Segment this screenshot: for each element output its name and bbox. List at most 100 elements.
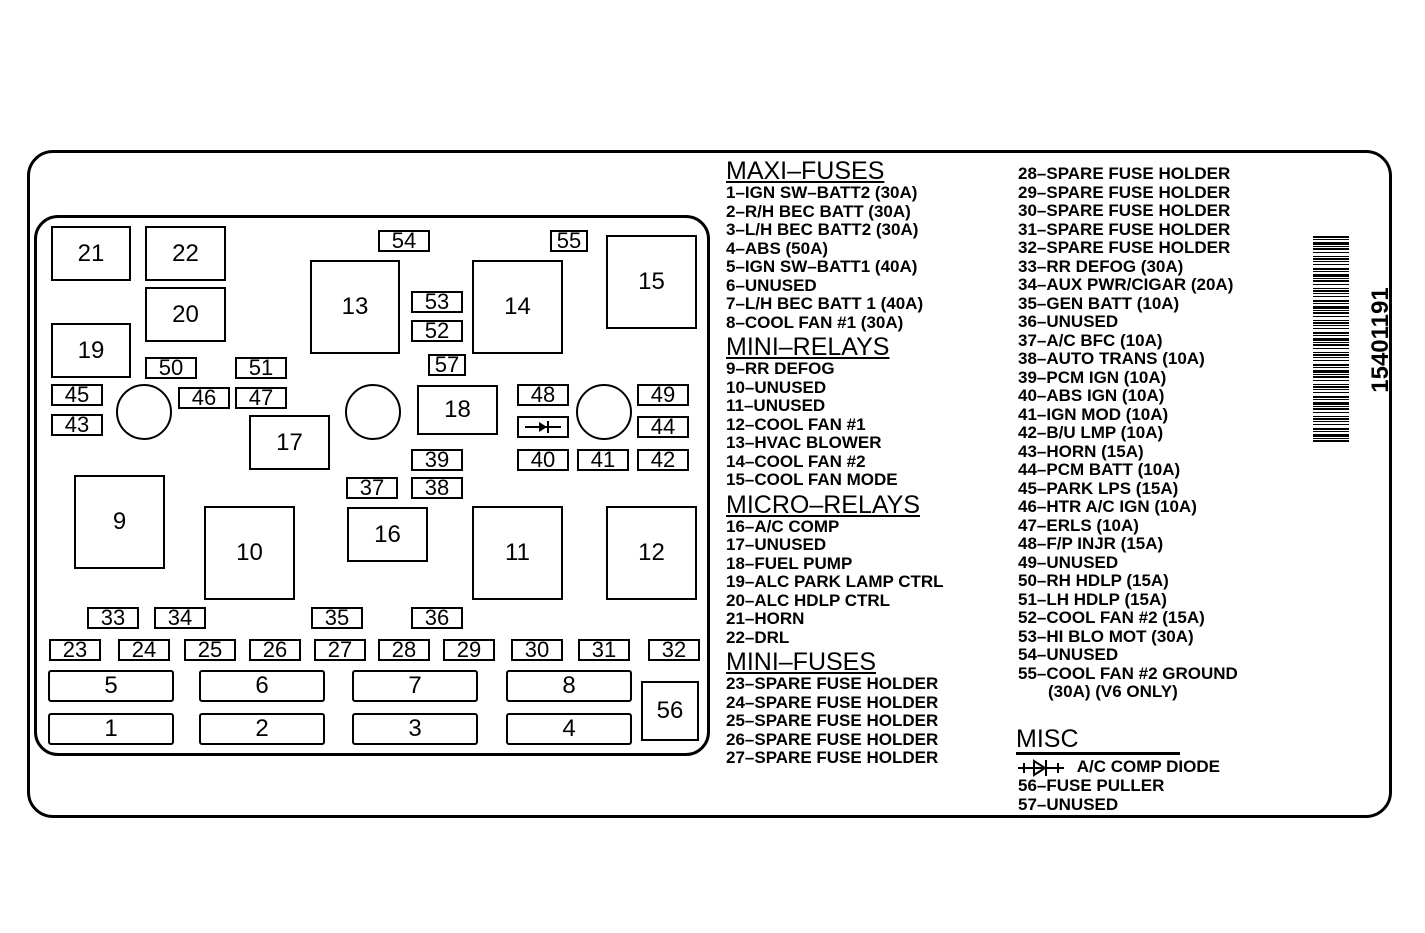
legend-item: 17–UNUSED: [726, 535, 827, 554]
legend-column-1: MAXI–FUSES 1–IGN SW–BATT2 (30A) 2–R/H BE…: [726, 156, 944, 768]
legend-item: 38–AUTO TRANS (10A): [1018, 349, 1205, 368]
legend-item: 53–HI BLO MOT (30A): [1018, 626, 1194, 646]
fuse-50: 50: [145, 357, 197, 379]
legend-item: 23–SPARE FUSE HOLDER: [726, 674, 939, 693]
relay-22: 22: [145, 226, 226, 281]
legend-item: 1–IGN SW–BATT2 (30A): [726, 183, 918, 202]
legend-item: 13–HVAC BLOWER: [726, 433, 882, 452]
legend-item: 33–RR DEFOG (30A): [1018, 256, 1184, 276]
fuse-52: 52: [411, 320, 463, 342]
fuse-44: 44: [637, 416, 689, 438]
legend-item: 50–RH HDLP (15A): [1018, 571, 1169, 590]
fuse-27: 27: [314, 639, 366, 661]
fuse-32: 32: [648, 639, 700, 661]
legend-item: 2–R/H BEC BATT (30A): [726, 201, 911, 221]
legend-item: 35–GEN BATT (10A): [1018, 293, 1180, 313]
legend-item: 21–HORN: [726, 609, 805, 628]
fuse-42: 42: [637, 449, 689, 471]
fuse-39: 39: [411, 449, 463, 471]
legend-item: 48–F/P INJR (15A): [1018, 534, 1164, 553]
maxi-fuse-1: 1: [48, 713, 174, 745]
misc-heading: MISC: [1016, 726, 1180, 755]
legend-item: 3–L/H BEC BATT2 (30A): [726, 220, 919, 239]
maxi-fuse-5: 5: [48, 670, 174, 702]
maxi-fuse-3: 3: [352, 713, 478, 745]
relay-13: 13: [310, 260, 400, 354]
fuse-41: 41: [577, 449, 629, 471]
fuse-block-outline: [34, 215, 710, 756]
legend-item: 47–ERLS (10A): [1018, 515, 1139, 535]
misc-items: 56–FUSE PULLER 57–UNUSED: [1018, 776, 1165, 814]
fuse-34: 34: [154, 607, 206, 629]
micro-relays-heading: MICRO–RELAYS: [726, 490, 921, 519]
legend-item: 37–A/C BFC (10A): [1018, 330, 1163, 350]
fuse-25: 25: [184, 639, 236, 661]
legend-item: 11–UNUSED: [726, 396, 826, 415]
fuse-37: 37: [346, 477, 398, 499]
legend-item: 39–PCM IGN (10A): [1018, 367, 1167, 387]
legend-item: 57–UNUSED: [1018, 794, 1119, 814]
legend-item: 51–LH HDLP (15A): [1018, 589, 1167, 609]
connector-circle-center: [345, 384, 401, 440]
legend-item: 42–B/U LMP (10A): [1018, 423, 1164, 442]
legend-item: 44–PCM BATT (10A): [1018, 460, 1181, 479]
fuse-24: 24: [118, 639, 170, 661]
legend-item: 32–SPARE FUSE HOLDER: [1018, 238, 1231, 257]
relay-9: 9: [74, 475, 165, 569]
fuse-40: 40: [517, 449, 569, 471]
legend-item: 46–HTR A/C IGN (10A): [1018, 497, 1197, 516]
legend-item: 20–ALC HDLP CTRL: [726, 590, 891, 610]
legend-item: 16–A/C COMP: [726, 516, 840, 536]
legend-item: 49–UNUSED: [1018, 552, 1119, 572]
relay-19: 19: [51, 323, 131, 378]
legend-item: 30–SPARE FUSE HOLDER: [1018, 201, 1231, 220]
fuse-54: 54: [378, 230, 430, 252]
maxi-fuse-2: 2: [199, 713, 325, 745]
fuse-31: 31: [578, 639, 630, 661]
legend-item: 34–AUX PWR/CIGAR (20A): [1018, 275, 1234, 294]
relay-17: 17: [249, 415, 330, 470]
legend-item: 40–ABS IGN (10A): [1018, 386, 1165, 405]
mini-fuses-heading: MINI–FUSES: [726, 648, 877, 676]
fuse-53: 53: [411, 291, 463, 313]
legend-item: 45–PARK LPS (15A): [1018, 478, 1179, 498]
legend-item: 43–HORN (15A): [1018, 441, 1144, 461]
fuse-45: 45: [51, 384, 103, 406]
relay-11: 11: [472, 506, 563, 600]
legend-item: 22–DRL: [726, 627, 790, 647]
relay-21: 21: [51, 226, 131, 281]
misc-diode-row: A/C COMP DIODE: [1016, 757, 1220, 777]
relay-16: 16: [347, 507, 428, 562]
legend-item: 56–FUSE PULLER: [1018, 776, 1165, 795]
legend-item: 41–IGN MOD (10A): [1018, 404, 1169, 424]
connector-circle-left: [116, 384, 172, 440]
fuse-55: 55: [550, 230, 588, 252]
relay-14: 14: [472, 260, 563, 354]
legend-item: 4–ABS (50A): [726, 238, 829, 258]
fuse-47: 47: [235, 387, 287, 409]
relay-18: 18: [417, 385, 498, 435]
legend-item: 31–SPARE FUSE HOLDER: [1018, 219, 1231, 239]
legend-item: 12–COOL FAN #1: [726, 414, 866, 434]
maxi-fuse-6: 6: [199, 670, 325, 702]
legend-item: 24–SPARE FUSE HOLDER: [726, 692, 939, 712]
fuse-26: 26: [249, 639, 301, 661]
fuse-30: 30: [511, 639, 563, 661]
legend-item: 10–UNUSED: [726, 377, 827, 397]
connector-circle-right: [576, 384, 632, 440]
fuse-48: 48: [517, 384, 569, 406]
legend-item: 25–SPARE FUSE HOLDER: [726, 711, 939, 730]
legend-item: 14–COOL FAN #2: [726, 451, 866, 471]
relay-15: 15: [606, 235, 697, 329]
diode-symbol-icon: [1018, 758, 1064, 777]
legend-item: 36–UNUSED: [1018, 312, 1119, 331]
fuse-28: 28: [378, 639, 430, 661]
legend-item: 29–SPARE FUSE HOLDER: [1018, 182, 1231, 202]
diode-slot: [517, 416, 569, 438]
legend-item: 54–UNUSED: [1018, 645, 1119, 664]
misc-diode-label: A/C COMP DIODE: [1076, 757, 1220, 776]
relay-10: 10: [204, 506, 295, 600]
diode-icon: [525, 421, 561, 433]
fuse-51: 51: [235, 357, 287, 379]
legend-item: 6–UNUSED: [726, 275, 817, 295]
